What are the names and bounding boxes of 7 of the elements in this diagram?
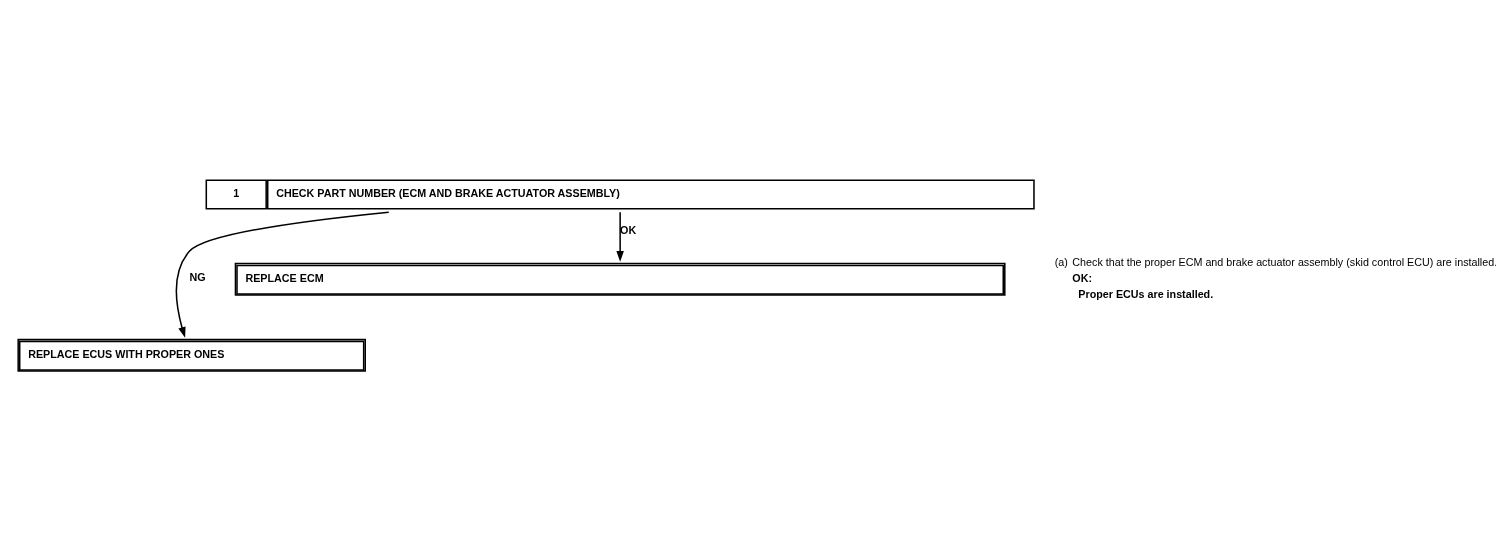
edge-label: NG — [189, 270, 206, 283]
label: (a) — [1054, 255, 1068, 268]
label: OK: — [1072, 271, 1093, 284]
arrow — [175, 210, 390, 338]
arrow — [616, 210, 624, 262]
label: Check that the proper ECM and brake actuator assembly (skid control ECU) are installed. — [1072, 255, 1498, 268]
label: Proper ECUs are installed. — [1078, 287, 1214, 300]
